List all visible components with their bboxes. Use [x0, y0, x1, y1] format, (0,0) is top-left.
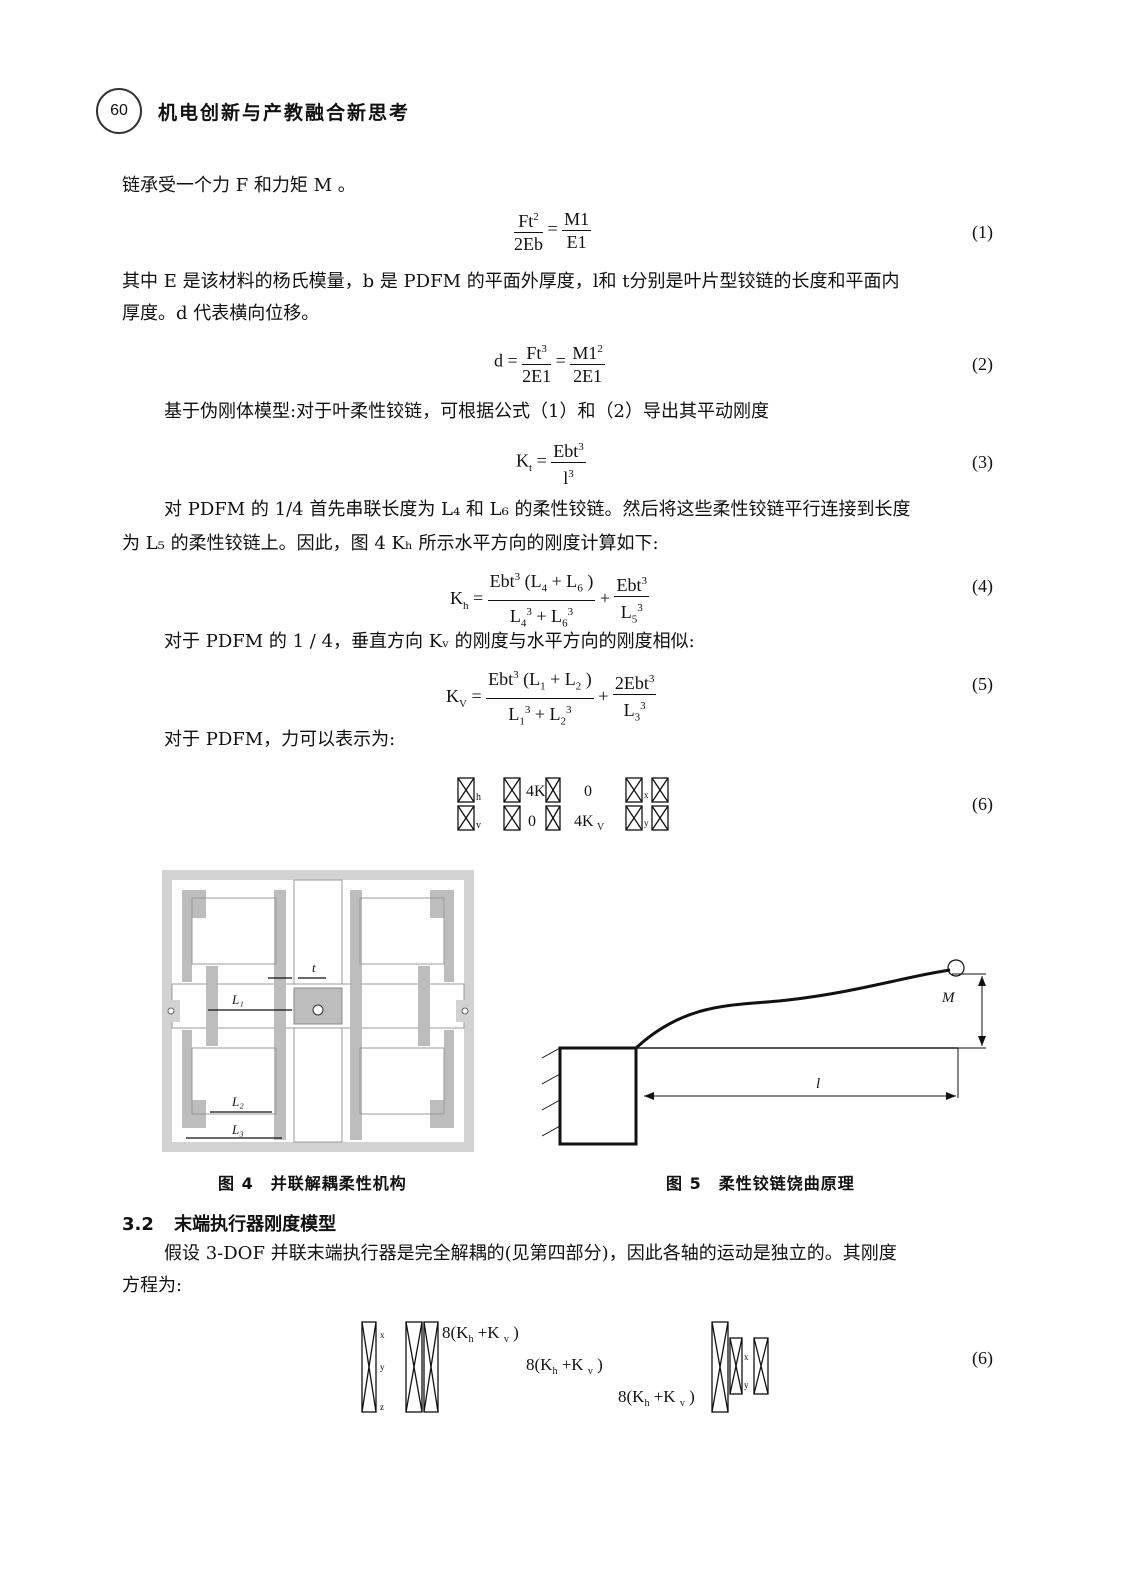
svg-text:v: v — [476, 820, 481, 831]
paragraph-4-line-2: 为 L₅ 的柔性铰链上。因此，图 4 Kₕ 所示水平方向的刚度计算如下: — [122, 533, 659, 554]
svg-text:L₃: L₃ — [231, 1122, 244, 1137]
section-title: 末端执行器刚度模型 — [174, 1214, 337, 1235]
paragraph-7-line-1: 假设 3-DOF 并联末端执行器是完全解耦的(见第四部分)，因此各轴的运动是独立… — [164, 1243, 897, 1264]
equation-2-number: (2) — [972, 354, 993, 374]
equation-1-number: (1) — [972, 222, 993, 242]
svg-text:y: y — [644, 818, 649, 828]
svg-text:t: t — [312, 960, 316, 975]
svg-text:V: V — [597, 822, 605, 833]
svg-text:M: M — [941, 990, 956, 1006]
svg-text:L₂: L₂ — [231, 1094, 244, 1109]
paragraph-4-line-1: 对 PDFM 的 1/4 首先串联长度为 L₄ 和 L₆ 的柔性铰链。然后将这些… — [164, 499, 911, 520]
equation-5-number: (5) — [972, 674, 993, 694]
paragraph-7-line-2: 方程为: — [122, 1275, 183, 1296]
svg-text:x: x — [380, 1330, 385, 1340]
paragraph-2-line-2: 厚度。d 代表横向位移。 — [122, 303, 320, 324]
svg-text:y: y — [380, 1362, 385, 1372]
svg-text:l: l — [816, 1076, 820, 1092]
svg-text:x: x — [744, 1352, 749, 1362]
paragraph-2-line-1: 其中 E 是该材料的杨氏模量，b 是 PDFM 的平面外厚度，l和 t分别是叶片… — [122, 271, 900, 292]
paragraph-6: 对于 PDFM，力可以表示为: — [164, 729, 396, 750]
svg-text:x: x — [644, 790, 649, 800]
running-header-title: 机电创新与产教融合新思考 — [158, 102, 411, 124]
paragraph-5: 对于 PDFM 的 1 / 4，垂直方向 Kᵥ 的刚度与水平方向的刚度相似: — [164, 631, 695, 652]
svg-text:0: 0 — [584, 783, 592, 800]
section-heading: 3.2 末端执行器刚度模型 — [122, 1210, 336, 1236]
svg-text:8(Kh +K v ): 8(Kh +K v ) — [618, 1387, 695, 1409]
figure-5-bending-principle: M l — [541, 959, 986, 1146]
equation-6-number: (6) — [972, 794, 993, 814]
svg-text:4K: 4K — [574, 813, 594, 830]
svg-text:y: y — [744, 1380, 749, 1390]
svg-text:8(Kh +K v ): 8(Kh +K v ) — [442, 1323, 519, 1345]
svg-text:0: 0 — [528, 813, 536, 830]
svg-text:8(Kh +K v ): 8(Kh +K v ) — [526, 1355, 603, 1377]
svg-text:4K: 4K — [526, 783, 546, 800]
paragraph-1: 链承受一个力 F 和力矩 M 。 — [122, 175, 356, 196]
section-number: 3.2 — [122, 1214, 154, 1235]
svg-text:z: z — [380, 1402, 384, 1412]
figure-5-caption: 图 5 柔性铰链饶曲原理 — [666, 1174, 855, 1193]
figure-4-flexure-mechanism: L₁ L₂ L₃ t — [162, 870, 474, 1152]
equation-6-matrix: h v 4K 0 0 4K V x y — [457, 777, 669, 833]
page-number: 60 — [96, 88, 142, 134]
equation-3-number: (3) — [972, 452, 993, 472]
figure-4-caption: 图 4 并联解耦柔性机构 — [218, 1174, 407, 1193]
svg-text:L₁: L₁ — [231, 992, 244, 1007]
equation-7-matrix: x y z 8(Kh +K v ) 8(Kh +K v ) 8(Kh +K v … — [361, 1321, 769, 1413]
svg-text:h: h — [476, 792, 481, 803]
equation-7-number: (6) — [972, 1348, 993, 1368]
equation-4-number: (4) — [972, 576, 993, 596]
paragraph-3: 基于伪刚体模型:对于叶柔性铰链，可根据公式（1）和（2）导出其平动刚度 — [164, 401, 769, 422]
